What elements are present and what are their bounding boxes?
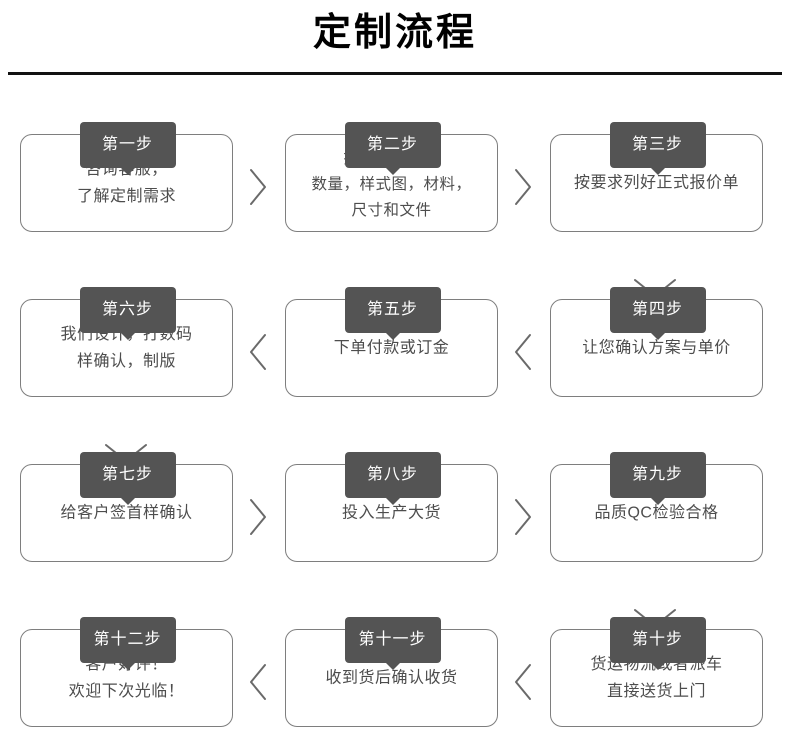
flow-step-9[interactable]: 品质QC检验合格 第九步: [550, 452, 765, 564]
flow-step-7[interactable]: 给客户签首样确认 第七步: [20, 452, 235, 564]
step-description: 品质QC检验合格: [594, 504, 719, 522]
step-box: 品质QC检验合格: [550, 464, 763, 562]
page-header: 定制流程: [0, 0, 790, 80]
chevron-left-icon: [243, 329, 273, 375]
chevron-left-icon: [243, 659, 273, 705]
step-description: 按要求列好正式报价单: [573, 174, 739, 192]
chevron-right-icon: [508, 164, 538, 210]
flow-row-4: 客户好评！ 欢迎下次光临！ 第十二步 收到货后确认收货 第十一步 货运物流或者派…: [0, 605, 790, 755]
step-tag: 第一步: [79, 122, 176, 175]
flow-step-6[interactable]: 我们设计，打数码 样确认，制版 第六步: [20, 287, 235, 399]
step-tag: 第五步: [344, 287, 441, 340]
step-tag: 第十一步: [344, 617, 441, 670]
step-tag: 第十二步: [79, 617, 176, 670]
title-divider: [8, 72, 782, 75]
flow-row-3: 给客户签首样确认 第七步 投入生产大货 第八步 品质QC检验合格 第九步: [0, 440, 790, 627]
step-tag: 第二步: [344, 122, 441, 175]
step-description: 收到货后确认收货: [325, 669, 458, 687]
flow-row-1: 咨询客服， 了解定制需求 第一步 提供您要求的 数量，样式图，材料， 尺寸和文件…: [0, 110, 790, 297]
step-description: 让您确认方案与单价: [582, 339, 731, 357]
step-tag: 第十步: [609, 617, 706, 670]
chevron-right-icon: [243, 164, 273, 210]
flow-step-1[interactable]: 咨询客服， 了解定制需求 第一步: [20, 122, 235, 234]
step-description: 投入生产大货: [341, 504, 441, 522]
flow-step-11[interactable]: 收到货后确认收货 第十一步: [285, 617, 500, 729]
chevron-left-icon: [508, 659, 538, 705]
flow-step-4[interactable]: 让您确认方案与单价 第四步: [550, 287, 765, 399]
chevron-right-icon: [243, 494, 273, 540]
step-tag: 第四步: [609, 287, 706, 340]
step-tag: 第八步: [344, 452, 441, 505]
flow-step-3[interactable]: 按要求列好正式报价单 第三步: [550, 122, 765, 234]
flow-step-5[interactable]: 下单付款或订金 第五步: [285, 287, 500, 399]
flow-step-8[interactable]: 投入生产大货 第八步: [285, 452, 500, 564]
step-description: 下单付款或订金: [333, 339, 450, 357]
flow-row-2: 我们设计，打数码 样确认，制版 第六步 下单付款或订金 第五步 让您确认方案与单…: [0, 275, 790, 462]
step-description: 给客户签首样确认: [60, 504, 193, 522]
process-flow-diagram: 咨询客服， 了解定制需求 第一步 提供您要求的 数量，样式图，材料， 尺寸和文件…: [0, 80, 790, 754]
flow-step-2[interactable]: 提供您要求的 数量，样式图，材料， 尺寸和文件 第二步: [285, 122, 500, 234]
flow-step-10[interactable]: 货运物流或者派车 直接送货上门 第十步: [550, 617, 765, 729]
step-tag: 第六步: [79, 287, 176, 340]
step-tag: 第七步: [79, 452, 176, 505]
chevron-left-icon: [508, 329, 538, 375]
chevron-right-icon: [508, 494, 538, 540]
flow-step-12[interactable]: 客户好评！ 欢迎下次光临！ 第十二步: [20, 617, 235, 729]
step-tag: 第三步: [609, 122, 706, 175]
page-title: 定制流程: [312, 12, 477, 54]
step-tag: 第九步: [609, 452, 706, 505]
